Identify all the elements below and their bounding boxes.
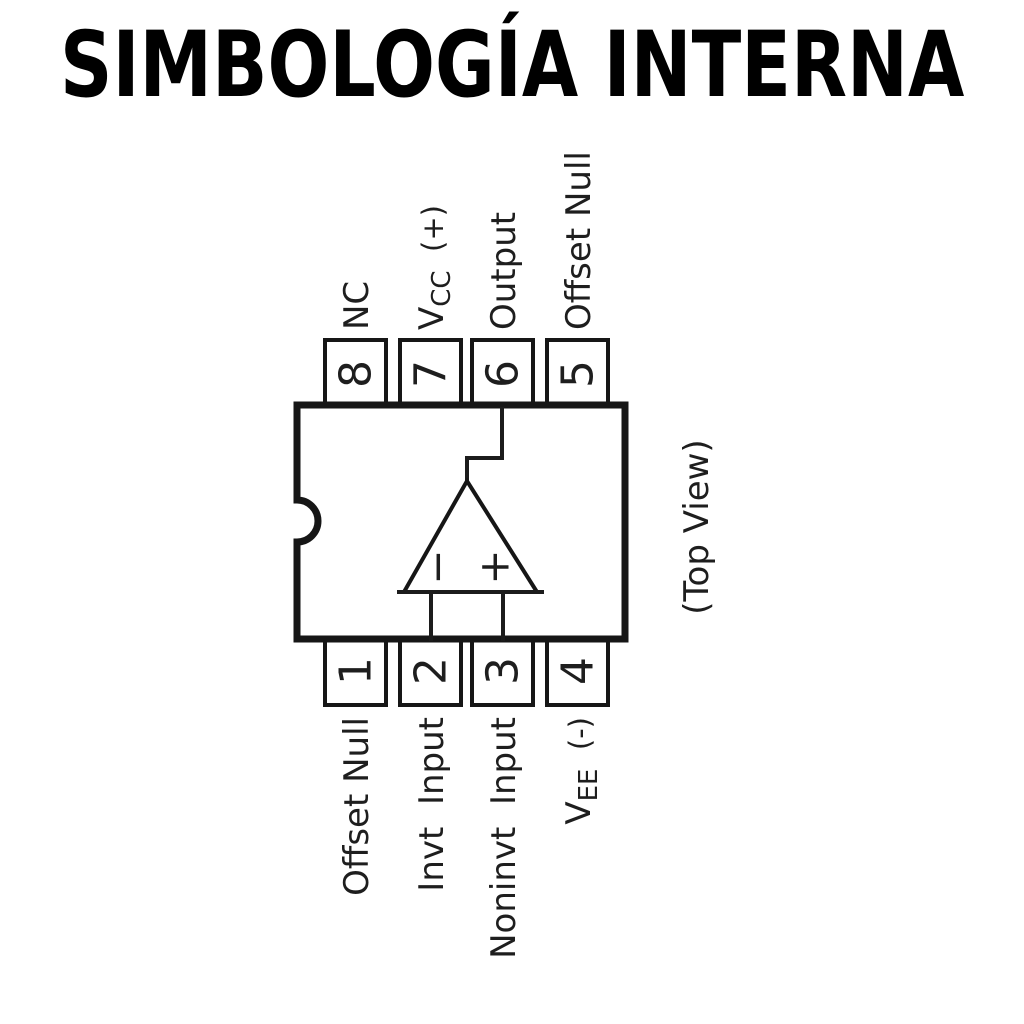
pin-box-2 [398, 635, 463, 707]
vcc-main: V [412, 307, 452, 330]
vee-subscript: EE [574, 769, 604, 802]
pin-box-7 [398, 338, 463, 410]
pin-label-2-invt-input: Invt Input [412, 717, 452, 892]
pin-number-6: 6 [478, 360, 529, 388]
pin-number-8: 8 [331, 360, 382, 388]
pin-number-3: 3 [478, 657, 529, 685]
vcc-subscript: CC [427, 270, 457, 306]
vcc-polarity: (+) [416, 205, 450, 270]
pin-label-6-output: Output [484, 212, 524, 330]
pin-number-1: 1 [331, 657, 382, 685]
output-trace [465, 407, 504, 481]
pin-label-5-offset-null: Offset Null [559, 151, 599, 330]
pin-label-1-offset-null: Offset Null [337, 717, 377, 896]
pin-box-8 [323, 338, 388, 410]
page-title: SIMBOLOGÍA INTERNA [0, 20, 1024, 111]
inverting-sign: − [413, 549, 462, 584]
pin-number-2: 2 [406, 657, 457, 685]
vee-polarity: (-) [563, 717, 597, 769]
pin-number-7: 7 [406, 360, 457, 388]
pin-number-5: 5 [553, 360, 604, 388]
pin-label-8-nc: NC [337, 281, 377, 330]
top-view-note: (Top View) [677, 439, 717, 614]
pin-label-4-vee: VEE (-) [559, 717, 604, 825]
pin-box-3 [470, 635, 535, 707]
page-title-text: SIMBOLOGÍA INTERNA [59, 13, 965, 118]
pin-label-3-noninvt-input: Noninvt Input [484, 717, 524, 959]
pin-number-4: 4 [553, 657, 604, 685]
vee-main: V [559, 801, 599, 824]
pin-box-6 [470, 338, 535, 410]
noninverting-sign: + [470, 549, 519, 584]
pin-label-7-vcc: VCC (+) [412, 205, 457, 330]
